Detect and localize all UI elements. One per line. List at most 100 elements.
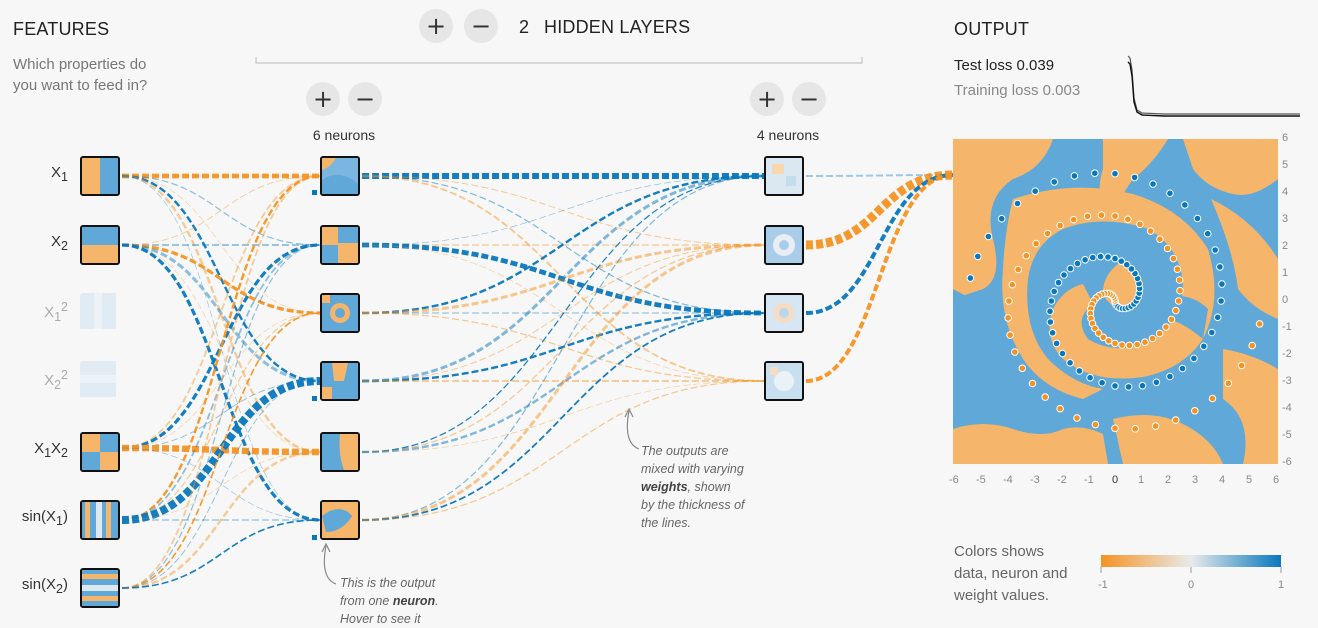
hidden2-neuron-3[interactable] — [764, 293, 804, 333]
data-point — [1013, 199, 1022, 208]
data-point — [1111, 169, 1119, 178]
data-point — [1111, 254, 1119, 263]
weight-link-hidden2-output[interactable] — [805, 170, 954, 250]
data-point — [1213, 313, 1222, 322]
x-tick: 5 — [1246, 474, 1253, 486]
hidden2-neuron-2[interactable] — [764, 225, 804, 265]
y-tick: -4 — [1282, 402, 1292, 414]
layer1-add-neuron-button[interactable]: + — [306, 82, 340, 116]
data-point — [1081, 256, 1089, 264]
x-tick: -3 — [1030, 474, 1040, 486]
weight-link-hidden2-output[interactable] — [805, 173, 954, 315]
y-tick: 5 — [1282, 159, 1289, 171]
weight-link-hidden1-hidden2[interactable] — [361, 380, 765, 521]
weight-link-input-hidden1[interactable] — [121, 175, 321, 449]
x-tick: 1 — [1138, 474, 1145, 486]
hidden1-neuron-5[interactable] — [320, 432, 360, 472]
y-tick: 0 — [1282, 294, 1289, 306]
weight-link-input-hidden1[interactable] — [121, 447, 321, 521]
add-layer-button[interactable]: + — [419, 9, 453, 43]
weight-link-input-hidden1[interactable] — [121, 175, 321, 246]
weight-link-input-hidden1[interactable] — [121, 450, 321, 590]
data-point — [1171, 416, 1180, 424]
hidden2-neuron-4[interactable] — [764, 361, 804, 401]
weight-link-input-hidden1[interactable] — [121, 380, 321, 589]
weight-link-input-hidden1[interactable] — [121, 377, 321, 524]
weight-link-input-hidden1[interactable] — [121, 244, 321, 589]
loss-curve — [1127, 55, 1300, 117]
weight-link-input-hidden1[interactable] — [121, 175, 321, 521]
weight-link-input-hidden1[interactable] — [121, 243, 321, 315]
weight-link-hidden1-hidden2[interactable] — [361, 312, 765, 521]
weight-link-input-hidden1[interactable] — [121, 380, 321, 449]
data-point — [1094, 329, 1103, 337]
data-point — [1172, 306, 1180, 315]
weight-link-input-hidden1[interactable] — [121, 244, 321, 453]
weight-link-hidden1-hidden2[interactable] — [361, 243, 765, 522]
data-point — [1041, 393, 1049, 401]
weight-link-hidden1-hidden2[interactable] — [361, 175, 765, 453]
weight-link-input-hidden1[interactable] — [121, 519, 321, 589]
input-node-x1-squared[interactable] — [80, 293, 120, 333]
data-point — [1011, 348, 1019, 356]
hidden1-neuron-1[interactable] — [320, 156, 360, 196]
weight-link-input-hidden1[interactable] — [121, 175, 321, 589]
feature-label-x1x2: X1X2 — [34, 440, 68, 460]
data-point — [1218, 280, 1226, 288]
training-loss: Training loss 0.003 — [954, 82, 1081, 99]
data-point — [1099, 333, 1107, 342]
test-loss: Test loss 0.039 — [954, 57, 1055, 74]
data-point — [1176, 286, 1184, 295]
hidden1-neuron-3[interactable] — [320, 293, 360, 333]
weight-link-input-hidden1[interactable] — [121, 175, 321, 246]
weight-link-input-hidden1[interactable] — [121, 312, 321, 449]
data-point — [1028, 379, 1037, 388]
feature-label-x2: X2 — [51, 233, 68, 253]
input-node-x1x2[interactable] — [80, 432, 120, 472]
data-point — [1127, 265, 1136, 273]
data-point — [997, 214, 1006, 223]
weight-link-hidden1-hidden2[interactable] — [361, 311, 765, 383]
hidden2-neuron-1[interactable] — [764, 156, 804, 196]
hidden1-neuron-4[interactable] — [320, 361, 360, 401]
data-point — [1151, 422, 1160, 430]
data-point — [974, 252, 982, 261]
legend-max-label: 1 — [1278, 579, 1285, 591]
data-point — [966, 274, 975, 282]
layer2-add-neuron-button[interactable]: + — [750, 82, 784, 116]
weight-link-hidden1-hidden2[interactable] — [361, 174, 765, 383]
weight-link-input-hidden1[interactable] — [121, 243, 321, 383]
data-point — [1162, 323, 1170, 331]
weight-link-input-hidden1[interactable] — [121, 243, 321, 450]
remove-layer-button[interactable]: − — [464, 9, 498, 43]
weight-link-input-hidden1[interactable] — [121, 451, 321, 521]
weight-link-hidden1-hidden2[interactable] — [361, 174, 765, 315]
input-node-sin-x2[interactable] — [80, 568, 120, 608]
layer2-remove-neuron-button[interactable]: − — [792, 82, 826, 116]
features-subtitle-line1: Which properties do — [13, 56, 147, 73]
layer1-remove-neuron-button[interactable]: − — [348, 82, 382, 116]
data-point — [1149, 180, 1157, 188]
hidden1-neuron-2[interactable] — [320, 225, 360, 265]
weight-link-input-hidden1[interactable] — [121, 175, 321, 314]
input-node-sin-x1[interactable] — [80, 500, 120, 540]
input-node-x1[interactable] — [80, 156, 120, 196]
data-point — [1096, 252, 1105, 261]
data-point — [1173, 265, 1182, 273]
weight-link-input-hidden1[interactable] — [121, 444, 321, 456]
data-point — [1050, 287, 1058, 296]
weight-link-input-hidden1[interactable] — [121, 312, 321, 521]
data-point — [1138, 381, 1147, 390]
weight-link-input-hidden1[interactable] — [121, 174, 321, 454]
weight-link-hidden2-output[interactable] — [805, 173, 954, 383]
hidden1-neuron-6[interactable] — [320, 500, 360, 540]
data-point — [1054, 278, 1063, 287]
weight-link-hidden1-hidden2[interactable] — [361, 244, 765, 453]
input-node-x2[interactable] — [80, 225, 120, 265]
weight-link-input-hidden1[interactable] — [121, 174, 321, 522]
data-point — [1043, 229, 1052, 238]
input-node-x2-squared[interactable] — [80, 361, 120, 401]
weight-link-hidden1-hidden2[interactable] — [361, 175, 765, 246]
data-point — [1050, 178, 1059, 186]
data-point — [1056, 404, 1064, 413]
